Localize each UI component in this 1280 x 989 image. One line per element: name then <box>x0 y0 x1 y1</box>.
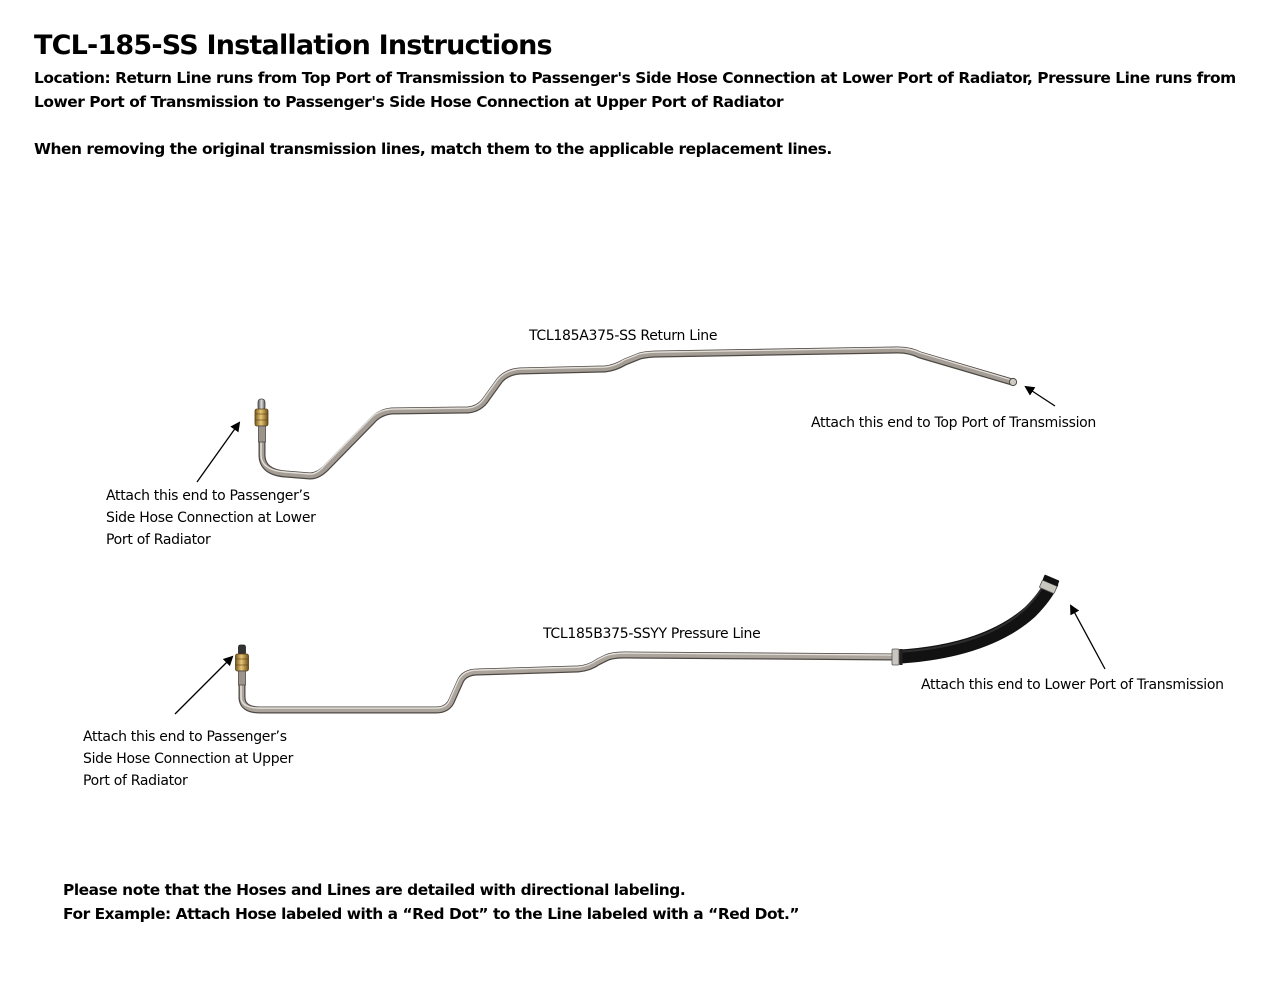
pressure-radiator-arrow-icon <box>174 655 234 715</box>
callout-line: Attach this end to Passenger’s <box>83 729 287 745</box>
pressure-line-tube <box>238 651 896 714</box>
return-line-tube <box>258 346 1016 480</box>
directional-labeling-note: Please note that the Hoses and Lines are… <box>63 878 800 926</box>
pressure-line-label: TCL185B375-SSYY Pressure Line <box>543 626 761 642</box>
return-line-tube-end-icon <box>1008 377 1018 387</box>
pressure-transmission-arrow-icon <box>1070 604 1106 670</box>
return-line-label: TCL185A375-SS Return Line <box>529 328 718 344</box>
pressure-line-brass-fitting-icon <box>235 644 249 686</box>
return-radiator-arrow-icon <box>196 421 241 483</box>
callout-line: Side Hose Connection at Upper <box>83 751 294 767</box>
note-line-1: Please note that the Hoses and Lines are… <box>63 881 686 899</box>
callout-line: Side Hose Connection at Lower <box>106 510 316 526</box>
return-transmission-arrow-icon <box>1024 385 1056 407</box>
return-line-brass-fitting-icon <box>254 398 269 443</box>
pressure-line-radiator-callout: Attach this end to Passenger’s Side Hose… <box>83 726 293 792</box>
pressure-line-transmission-callout: Attach this end to Lower Port of Transmi… <box>921 677 1224 693</box>
note-line-2: For Example: Attach Hose labeled with a … <box>63 905 800 923</box>
removal-instruction: When removing the original transmission … <box>34 140 832 158</box>
return-line-transmission-callout: Attach this end to Top Port of Transmiss… <box>811 415 1096 431</box>
page-title: TCL-185-SS Installation Instructions <box>34 30 553 61</box>
callout-line: Port of Radiator <box>83 773 188 789</box>
callout-line: Port of Radiator <box>106 532 211 548</box>
return-line-radiator-callout: Attach this end to Passenger’s Side Hose… <box>106 485 316 551</box>
location-description: Location: Return Line runs from Top Port… <box>34 69 1236 111</box>
callout-line: Attach this end to Passenger’s <box>106 488 310 504</box>
pressure-line-rubber-hose-icon <box>891 574 1060 666</box>
